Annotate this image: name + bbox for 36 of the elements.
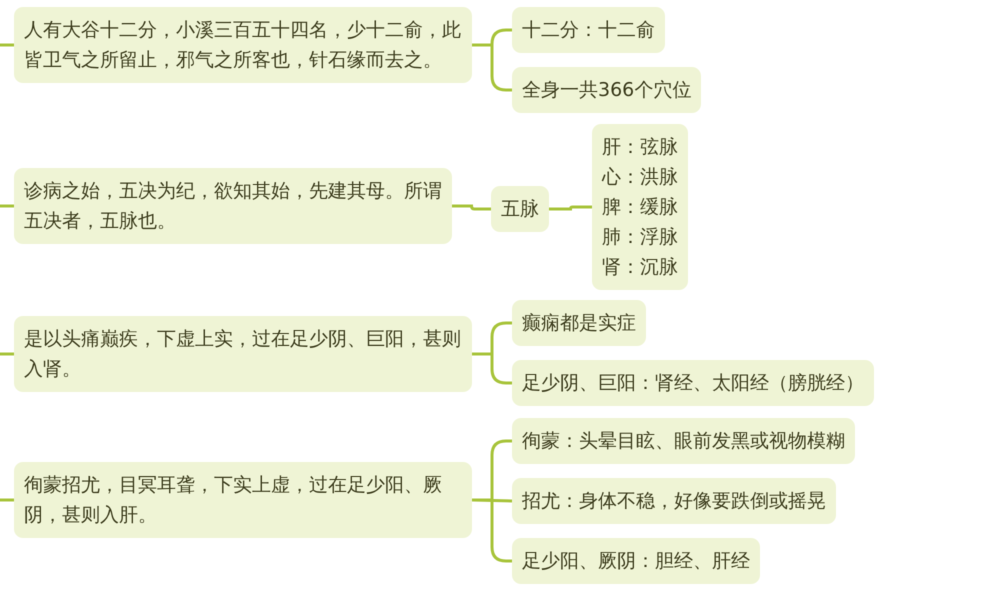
topic-box [512, 7, 665, 53]
topic-box [14, 168, 452, 244]
topic-box [512, 478, 836, 524]
topic-text: 全身一共366个穴位 [522, 78, 692, 103]
topic-text: 肾：沉脉 [602, 255, 678, 280]
topic-text: 心：洪脉 [602, 165, 678, 190]
topic-box [512, 538, 760, 584]
topic-box [512, 360, 874, 406]
topic-text: 脾：缓脉 [602, 195, 678, 220]
topic-text: 肺：浮脉 [602, 225, 678, 250]
connector-line [549, 206, 592, 210]
topic-text: 肝：弦脉 [602, 135, 678, 160]
topic-text: 足少阳、厥阴：胆经、肝经 [522, 549, 750, 574]
connector-line [0, 352, 14, 356]
topic-text: 招尤：身体不稳，好像要跌倒或摇晃 [522, 489, 826, 514]
topic-box [14, 462, 472, 538]
topic-box [512, 418, 855, 464]
topic-box [512, 67, 702, 113]
topic-text: 五脉 [501, 197, 539, 222]
connector-line [0, 44, 14, 46]
topic-text: 十二分：十二俞 [522, 18, 655, 43]
topic-box [491, 186, 549, 232]
list-box [592, 124, 688, 290]
topic-text: 是以头痛巅疾，下虚上实，过在足少阴、巨阳，甚则入肾。 [24, 327, 462, 382]
topic-text: 癫痫都是实症 [522, 311, 636, 336]
topic-text: 诊病之始，五决为纪，欲知其始，先建其母。所谓五决者，五脉也。 [24, 179, 442, 234]
topic-text: 足少阴、巨阳：肾经、太阳经（膀胱经） [522, 371, 864, 396]
connector-line [0, 498, 14, 502]
topic-text: 徇蒙：头晕目眩、眼前发黑或视物模糊 [522, 429, 845, 454]
topic-box [14, 7, 472, 83]
topic-box [14, 316, 472, 392]
connector-line [0, 204, 14, 208]
connector-line [452, 204, 491, 210]
topic-text: 人有大谷十二分，小溪三百五十四名，少十二俞，此皆卫气之所留止，邪气之所客也，针石缘而去之。 [24, 18, 462, 73]
topic-text: 徇蒙招尤，目冥耳聋，下实上虚，过在足少阳、厥阴，甚则入肝。 [24, 473, 443, 528]
topic-box [512, 300, 646, 346]
